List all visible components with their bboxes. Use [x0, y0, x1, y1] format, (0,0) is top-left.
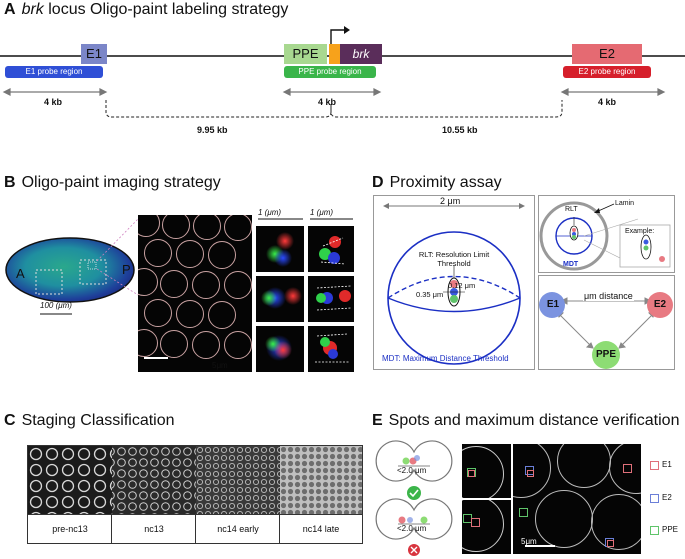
ppe-probe-region: PPE probe region	[284, 66, 376, 78]
distance-triangle	[539, 292, 673, 369]
value-035: 0.35 μm	[416, 290, 444, 299]
panel-a-title-text: locus Oligo-paint labeling strategy	[48, 1, 289, 18]
micro-scale-bar	[144, 357, 168, 359]
span-e2-label: 4 kb	[598, 97, 617, 107]
spot-image-bottom	[462, 500, 511, 554]
lamin-diagram	[539, 201, 671, 271]
roi-box-1	[35, 269, 63, 295]
panel-a-letter: A	[4, 1, 16, 18]
promoter-box	[329, 44, 340, 64]
roi-box-2	[79, 259, 107, 285]
e2-element: E2	[572, 44, 642, 64]
panel-d-title-text: Proximity assay	[389, 174, 502, 191]
panel-a-title-italic: brk	[21, 1, 44, 18]
spot-overview-image	[513, 444, 641, 554]
panel-e-title-text: Spots and maximum distance verification	[388, 412, 680, 429]
embryo-image	[5, 218, 139, 315]
nuclei-micrograph	[138, 215, 252, 372]
dist-bad-label: <2.0 μm	[397, 524, 427, 533]
panel-b-title: B Oligo-paint imaging strategy	[4, 174, 221, 192]
zoom-insets	[256, 218, 354, 372]
zoom-line-1	[96, 218, 139, 262]
mdt-definition: MDT: Maximum Distance Threshold	[382, 354, 509, 363]
sphere-width-label: 2 μm	[440, 196, 461, 206]
lamin-label: Lamin	[615, 200, 635, 207]
staging-table: pre-nc13 nc13 nc14 early nc14 late	[27, 445, 363, 544]
staging-images	[28, 446, 362, 514]
label-anterior: A	[16, 266, 25, 281]
embryo	[5, 237, 135, 303]
legend-e2-label: E2	[662, 493, 672, 502]
value-012: 0.12 μm	[448, 281, 476, 290]
distance-panel	[538, 275, 675, 370]
um-distance-label: μm distance	[583, 291, 634, 301]
lamin-panel	[538, 195, 675, 273]
label-posterior: P	[122, 262, 131, 277]
span-arrows	[2, 88, 666, 96]
micro-scale-label: 5μm	[212, 361, 228, 370]
node-e1: E1	[546, 299, 560, 310]
overview-scale-label: 5μm	[521, 537, 537, 546]
panel-c-letter: C	[4, 412, 16, 429]
zoom-scale-label-1: 1 (μm)	[258, 208, 282, 217]
distance-left-label: 9.95 kb	[197, 125, 228, 135]
mdt-sphere-diagram	[383, 203, 525, 365]
panel-d-letter: D	[372, 174, 384, 191]
dist-ok-label: <2.0 μm	[397, 466, 427, 475]
distance-right-label: 10.55 kb	[442, 125, 478, 135]
stage-pre-nc13: pre-nc13	[52, 524, 88, 534]
mdt-panel	[373, 195, 535, 370]
spot-image-top	[462, 444, 511, 498]
embryo-scale-label: 100 (μm)	[40, 301, 72, 310]
mdt-label: MDT	[563, 261, 579, 268]
tss-arrow	[330, 29, 346, 44]
zoom-scale-label-2: 1 (μm)	[310, 208, 334, 217]
span-ppe-label: 4 kb	[318, 97, 337, 107]
panel-c-title: C Staging Classification	[4, 412, 175, 430]
legend-ppe-box	[650, 526, 659, 535]
node-e2: E2	[653, 299, 667, 310]
example-label: Example:	[625, 228, 655, 235]
overview-scale-bar	[525, 545, 555, 547]
legend-ppe-label: PPE	[662, 525, 679, 534]
zoom-line-2	[96, 268, 139, 296]
distance-check-schematic	[375, 440, 453, 556]
ppe-element: PPE	[284, 44, 327, 64]
staging-svg	[28, 446, 362, 514]
e1-label: E1	[86, 46, 102, 61]
panel-e-title: E Spots and maximum distance verification	[372, 412, 679, 430]
brk-gene: brk	[340, 44, 382, 64]
panel-b-letter: B	[4, 174, 16, 191]
roi-box-inner	[87, 261, 97, 270]
legend-e1-label: E1	[662, 460, 672, 469]
stage-nc14-early: nc14 early	[217, 524, 259, 534]
node-ppe: PPE	[595, 349, 616, 360]
tss-arrowhead	[344, 26, 350, 34]
legend-e1-box	[650, 461, 659, 470]
panel-b-title-text: Oligo-paint imaging strategy	[21, 174, 221, 191]
panel-c-title-text: Staging Classification	[21, 412, 175, 429]
stage-nc14-late: nc14 late	[302, 524, 340, 534]
e2-probe-region: E2 probe region	[563, 66, 651, 78]
e1-element	[81, 44, 107, 64]
span-e1-label: 4 kb	[44, 97, 63, 107]
rlt-definition: RLT: Resolution Limit Threshold	[418, 250, 490, 268]
distance-bracket	[105, 100, 563, 118]
e1-probe-region: E1 probe region	[5, 66, 103, 78]
panel-d-title: D Proximity assay	[372, 174, 502, 192]
legend-e2-box	[650, 494, 659, 503]
stage-nc13: nc13	[144, 524, 164, 534]
panel-e-letter: E	[372, 412, 383, 429]
rlt-label: RLT	[565, 206, 578, 213]
